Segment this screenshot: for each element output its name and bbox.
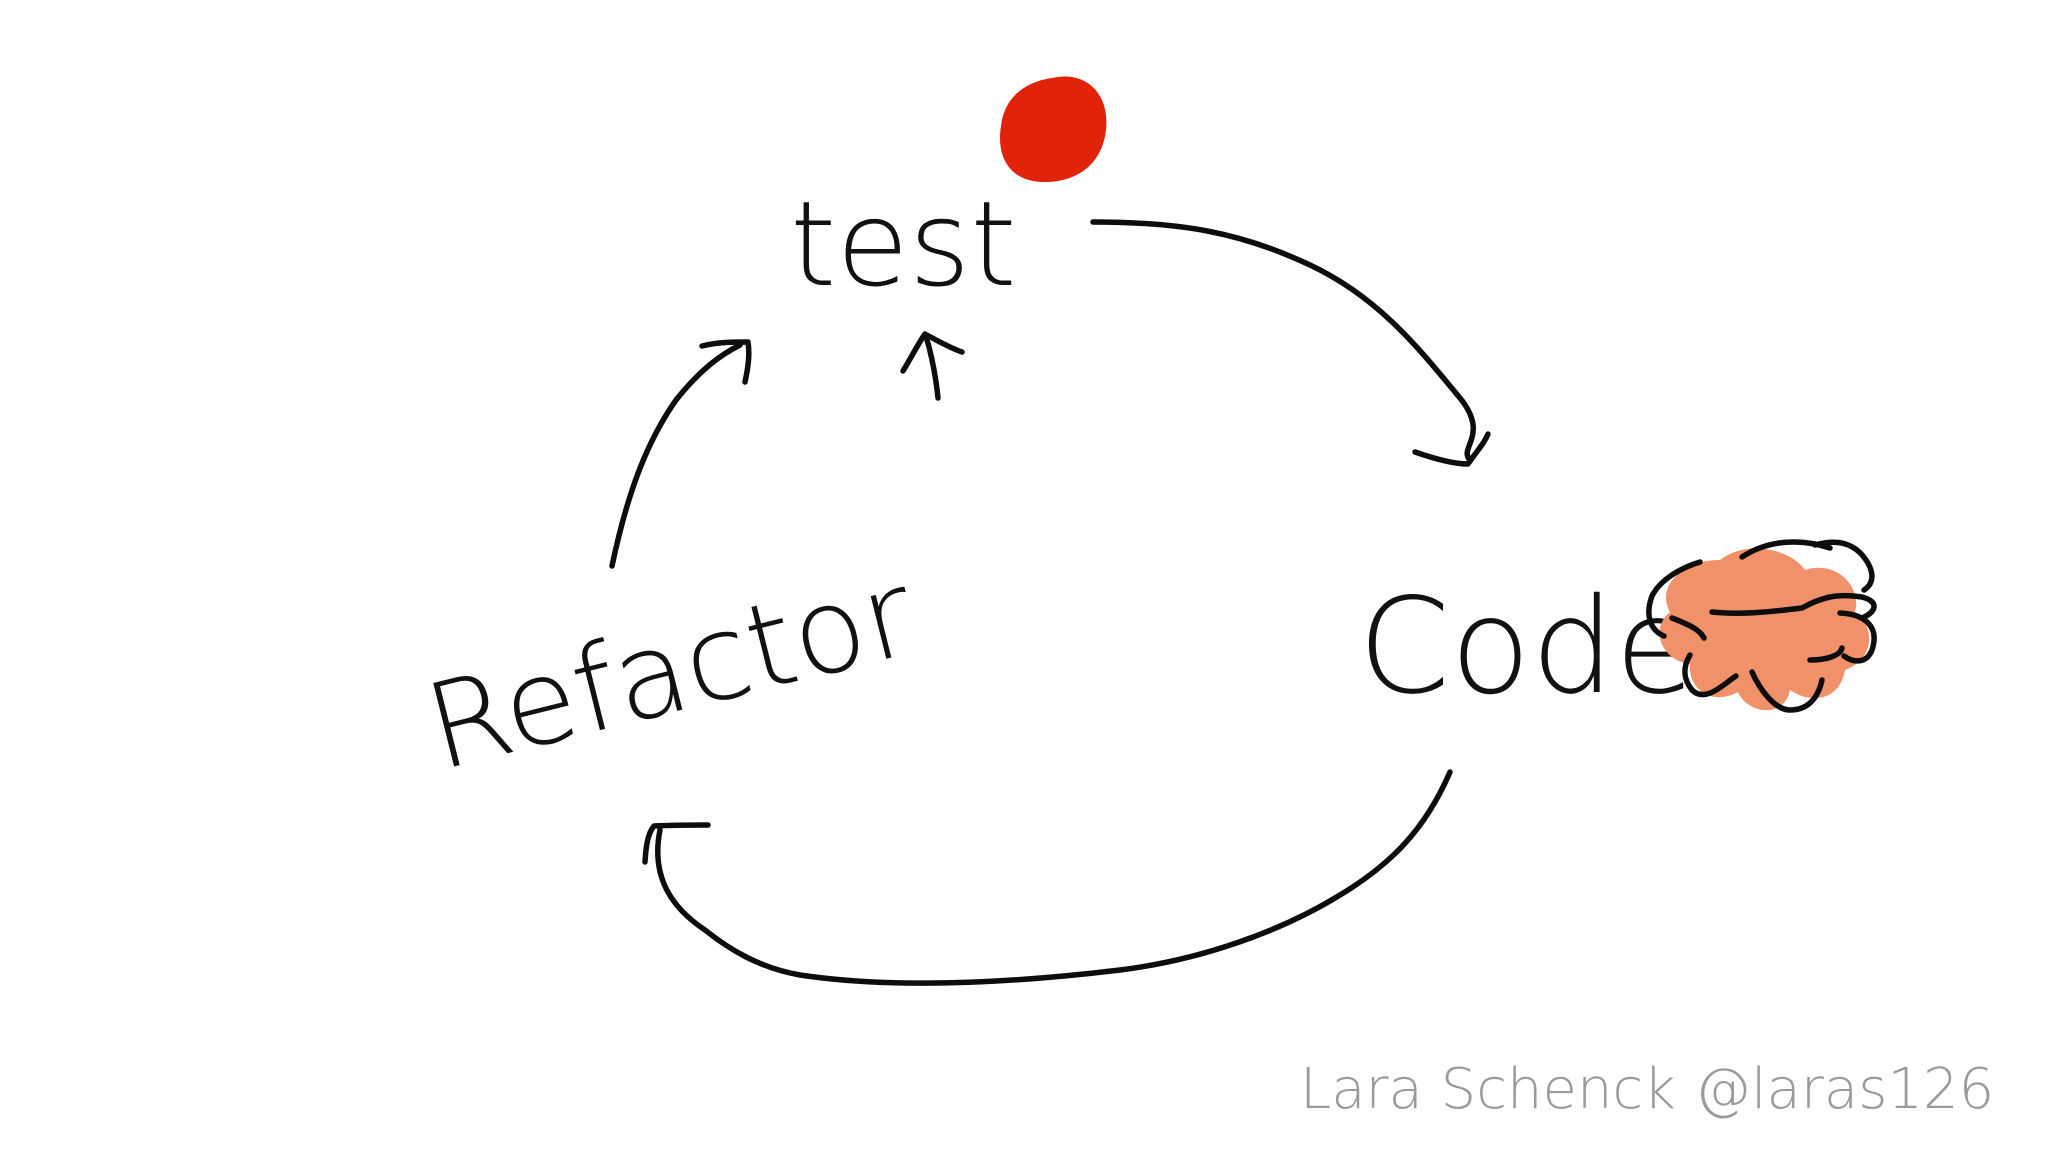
node-test-label: test xyxy=(790,175,1017,313)
credit-author: Lara Schenck xyxy=(1300,1057,1676,1122)
edge-code-to-refactor xyxy=(642,769,1453,986)
red-dot-icon xyxy=(1000,76,1107,183)
node-refactor-label: Refactor xyxy=(413,543,927,797)
node-test: test xyxy=(790,76,1107,401)
edge-test-to-code xyxy=(1090,219,1491,467)
node-refactor: Refactor xyxy=(413,543,927,797)
messy-blob-icon xyxy=(1646,539,1877,713)
node-code: Code xyxy=(1358,539,1877,724)
credit-handle: @laras126 xyxy=(1695,1057,1994,1122)
credit: Lara Schenck @laras126 xyxy=(1300,1057,1994,1122)
edge-refactor-to-test xyxy=(609,339,752,569)
small-up-arrow-icon xyxy=(900,331,965,401)
node-code-label: Code xyxy=(1358,570,1696,724)
